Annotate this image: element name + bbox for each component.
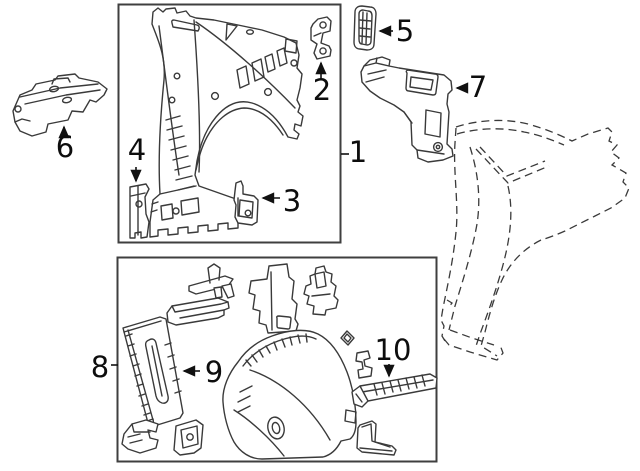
- lower-box-diamond-clip: [340, 330, 355, 346]
- callout-6-label[interactable]: 6: [56, 130, 74, 164]
- callout-7: 7: [455, 70, 487, 104]
- callout-8: 8: [91, 350, 118, 384]
- part-7-pillar-panel: [360, 56, 454, 163]
- car-body-dashed-outline: [440, 119, 630, 361]
- lower-box-wheelhouse-panel: [222, 329, 357, 460]
- callout-3-label[interactable]: 3: [283, 184, 301, 218]
- lower-box-channel-rail: [166, 297, 230, 326]
- lower-box-curvy-bracket: [303, 265, 339, 316]
- lower-box-stepped-bracket: [121, 419, 159, 454]
- callout-4: 4: [128, 133, 146, 183]
- callout-7-label[interactable]: 7: [469, 70, 487, 104]
- part-1-quarter-inner-panel: [149, 7, 304, 238]
- lower-box-jagged-panel: [248, 263, 299, 334]
- part-10-sill-rail: [351, 373, 438, 408]
- callout-2: 2: [313, 61, 331, 107]
- callout-5: 5: [378, 14, 414, 48]
- callout-8-label[interactable]: 8: [91, 350, 109, 384]
- lower-box-top-bracket: [188, 263, 235, 299]
- part-9-pillar-reinforcement: [122, 316, 184, 427]
- lower-box-small-box-bracket: [173, 419, 204, 456]
- lower-box-l-bracket: [356, 420, 397, 456]
- callout-5-label[interactable]: 5: [396, 14, 414, 48]
- part-6-support-bracket: [12, 73, 108, 137]
- callout-10-label[interactable]: 10: [375, 333, 412, 367]
- callout-3: 3: [261, 184, 301, 218]
- part-5-vent-grille: [353, 5, 377, 51]
- part-4-filler-strip: [129, 183, 150, 239]
- part-2-small-z-bracket: [310, 16, 332, 60]
- callout-4-label[interactable]: 4: [128, 133, 146, 167]
- callout-9: 9: [182, 355, 223, 389]
- callout-6: 6: [56, 125, 74, 164]
- callout-1: 1: [341, 135, 367, 169]
- callout-1-label[interactable]: 1: [349, 135, 367, 169]
- part-3-corner-bracket: [233, 180, 259, 226]
- lower-box-z-clip: [355, 350, 373, 379]
- callout-10: 10: [375, 333, 412, 378]
- callout-9-label[interactable]: 9: [205, 355, 223, 389]
- callout-2-label[interactable]: 2: [313, 73, 331, 107]
